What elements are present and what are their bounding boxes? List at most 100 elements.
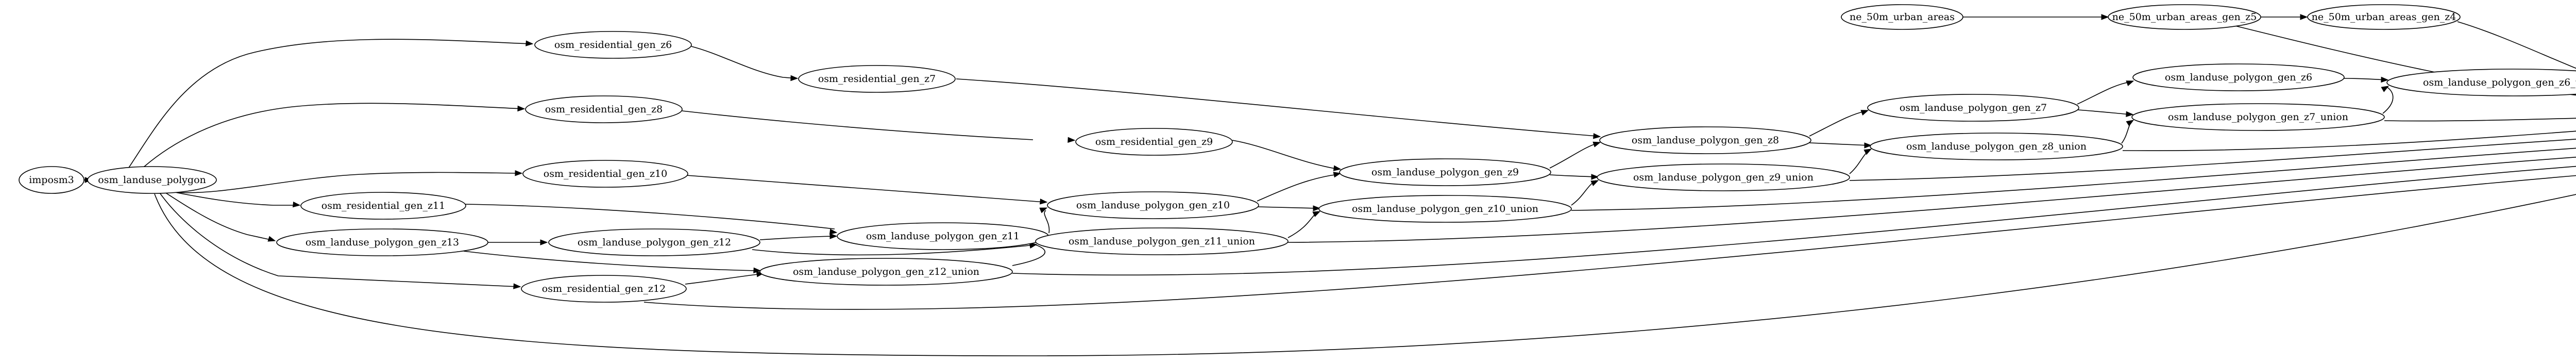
node-osm_residential_gen_z6[interactable]: osm_residential_gen_z6 [534,31,692,59]
node-imposm3[interactable]: imposm3 [19,166,84,194]
node-shape [798,65,956,93]
arrowhead-osm_landuse_polygon_gen_z9 [1333,172,1342,178]
node-osm_landuse_polygon_gen_z12[interactable]: osm_landuse_polygon_gen_z12 [548,228,760,256]
node-label: osm_landuse_polygon_gen_z7_union [2168,111,2348,123]
node-label: osm_landuse_polygon_gen_z9_union [1633,172,1814,183]
node-label: osm_landuse_polygon_gen_z6 [2165,72,2312,83]
node-osm_landuse_polygon_gen_z13[interactable]: osm_landuse_polygon_gen_z13 [276,228,488,256]
node-shape [548,228,760,256]
node-shape [19,166,84,194]
arrowhead-osm_landuse_polygon_gen_z13 [267,236,276,242]
node-osm_landuse_polygon_gen_z11[interactable]: osm_landuse_polygon_gen_z11 [837,222,1049,250]
node-osm_landuse_polygon_gen_z8_union[interactable]: osm_landuse_polygon_gen_z8_union [1870,133,2123,160]
edge-osm_landuse_polygon-to-osm_landuse_polygon_gen_z13 [164,192,274,241]
edge-osm_landuse_polygon_gen_z13-to-osm_landuse_polygon_gen_z12_union [463,251,758,271]
edge-osm_landuse_polygon_gen_z12-to-osm_landuse_polygon_gen_z11 [759,236,835,240]
node-shape [1047,191,1259,219]
arrowhead-osm_residential_gen_z7 [790,75,799,81]
edge-osm_landuse_polygon_gen_z8_union-to-legend_z8 [2122,130,2576,151]
edge-ne_50m_urban_areas_gen_z4-to-legend_z4 [2457,21,2576,69]
node-osm_landuse_polygon_gen_z9_union[interactable]: osm_landuse_polygon_gen_z9_union [1597,163,1850,191]
edges-layer [84,17,2576,356]
arrowhead-osm_landuse_polygon_gen_z6_union [2381,76,2389,83]
arrowhead-osm_landuse_polygon_gen_z7_union [2126,111,2134,118]
node-osm_residential_gen_z12[interactable]: osm_residential_gen_z12 [521,275,687,303]
node-shape [2132,63,2345,91]
node-label: osm_landuse_polygon [98,174,206,186]
node-shape [1035,227,1289,255]
node-label: ne_50m_urban_areas_gen_z4 [2312,11,2456,23]
node-ne_50m_urban_areas_gen_z4[interactable]: ne_50m_urban_areas_gen_z4 [2307,4,2461,30]
node-label: osm_landuse_polygon_gen_z13 [306,237,459,248]
edge-osm_landuse_polygon_gen_z10-to-osm_landuse_polygon_gen_z10_union [1257,206,1318,209]
arrowhead-osm_landuse_polygon_gen_z7 [1860,110,1869,116]
edge-osm_landuse_polygon_gen_z8-to-osm_landuse_polygon_gen_z8_union [1809,142,1870,146]
edge-osm_residential_gen_z10-to-osm_landuse_polygon_gen_z10 [686,175,1045,203]
edge-osm_residential_gen_z11-to-osm_landuse_polygon_gen_z11 [463,204,835,229]
node-shape [1841,4,1963,30]
edge-osm_residential_gen_z12-to-osm_landuse_polygon_gen_z12_union [685,273,762,285]
node-osm_landuse_polygon_gen_z7_union[interactable]: osm_landuse_polygon_gen_z7_union [2131,103,2385,131]
arrowhead-osm_residential_gen_z12 [513,283,521,289]
node-shape [1075,128,1233,156]
node-shape [1599,126,1811,154]
node-shape [2108,4,2261,30]
arrowhead-osm_landuse_polygon_gen_z9_union [1591,174,1599,180]
node-shape [534,31,692,59]
node-label: ne_50m_urban_areas_gen_z5 [2112,11,2257,23]
arrowhead-osm_landuse_polygon_gen_z10_unionb [1312,211,1321,217]
node-shape [2386,69,2576,96]
arrowhead-osm_residential_gen_z9 [1067,137,1076,143]
node-label: osm_landuse_polygon_gen_z8 [1632,135,1779,146]
arrowhead-osm_landuse_polygon_gen_z8_unionb [1863,149,1872,155]
node-osm_landuse_polygon_gen_z11_union[interactable]: osm_landuse_polygon_gen_z11_union [1035,227,1289,255]
node-osm_landuse_polygon_gen_z12_union[interactable]: osm_landuse_polygon_gen_z12_union [759,258,1013,286]
node-osm_residential_gen_z10[interactable]: osm_residential_gen_z10 [522,160,688,188]
edge-osm_landuse_polygon-to-osm_residential_gen_z11 [170,191,298,206]
edge-osm_landuse_polygon_gen_z10_union-to-legend_z10 [1571,147,2576,211]
edge-osm_residential_gen_z6-to-osm_residential_gen_z7 [691,46,797,79]
node-osm_landuse_polygon_gen_z8[interactable]: osm_landuse_polygon_gen_z8 [1599,126,1811,154]
edge-osm_residential_gen_z9-to-osm_landuse_polygon_gen_z9 [1232,140,1339,170]
node-osm_landuse_polygon_gen_z10_union[interactable]: osm_landuse_polygon_gen_z10_union [1318,195,1572,223]
node-osm_landuse_polygon[interactable]: osm_landuse_polygon [87,166,217,194]
node-osm_residential_gen_z8[interactable]: osm_residential_gen_z8 [525,95,683,123]
node-shape [521,275,687,303]
node-shape [1867,94,2079,122]
node-shape [759,258,1013,286]
arrowhead-osm_landuse_polygon_gen_z10b [1039,207,1048,213]
node-label: osm_landuse_polygon_gen_z8_union [1906,141,2087,152]
edge-osm_landuse_polygon_gen_z6-to-osm_landuse_polygon_gen_z6_union [2344,78,2386,80]
node-label: osm_landuse_polygon_gen_z11_union [1069,236,1255,247]
edge-osm_landuse_polygon_gen_z12_union-to-legend_z12 [1012,166,2576,276]
edge-osm_landuse_polygon_gen_z7_union-to-legend_z7 [2384,118,2576,122]
node-osm_landuse_polygon_gen_z6[interactable]: osm_landuse_polygon_gen_z6 [2132,63,2345,91]
node-osm_landuse_polygon_gen_z6_union[interactable]: osm_landuse_polygon_gen_z6_union [2386,69,2576,96]
node-shape [525,95,683,123]
arrowhead-osm_landuse_polygon_gen_z12 [540,239,548,245]
node-osm_landuse_polygon_gen_z9[interactable]: osm_landuse_polygon_gen_z9 [1339,158,1551,186]
node-osm_landuse_polygon_gen_z10[interactable]: osm_landuse_polygon_gen_z10 [1047,191,1259,219]
node-label: osm_landuse_polygon_gen_z10_union [1352,203,1538,215]
edge-osm_landuse_polygon-to-osm_residential_gen_z10 [170,172,521,193]
node-ne_50m_urban_areas_gen_z5[interactable]: ne_50m_urban_areas_gen_z5 [2108,4,2261,30]
node-osm_residential_gen_z11[interactable]: osm_residential_gen_z11 [300,192,466,220]
node-label: osm_residential_gen_z10 [544,168,667,179]
node-osm_landuse_polygon_gen_z7[interactable]: osm_landuse_polygon_gen_z7 [1867,94,2079,122]
node-shape [522,160,688,188]
arrowhead-osm_landuse_polygon_gen_z9b [1333,165,1342,171]
node-osm_residential_gen_z9[interactable]: osm_residential_gen_z9 [1075,128,1233,156]
edge-osm_landuse_polygon_gen_z7-to-osm_landuse_polygon_gen_z6 [2077,81,2132,105]
node-shape [1318,195,1572,223]
arrowhead-osm_residential_gen_z6 [526,40,534,46]
edge-osm_landuse_polygon-to-legend_z14 [154,193,2576,356]
arrowhead-osm_landuse_polygon_gen_z8b [1593,133,1601,139]
node-ne_50m_urban_areas[interactable]: ne_50m_urban_areas [1841,4,1963,30]
node-label: osm_landuse_polygon_gen_z7 [1900,102,2047,113]
node-osm_residential_gen_z7[interactable]: osm_residential_gen_z7 [798,65,956,93]
arrowhead-osm_landuse_polygon_gen_z7_unionb [2126,120,2134,127]
edge-osm_landuse_polygon-to-osm_residential_gen_z12 [159,192,519,287]
node-label: osm_residential_gen_z6 [554,39,672,51]
